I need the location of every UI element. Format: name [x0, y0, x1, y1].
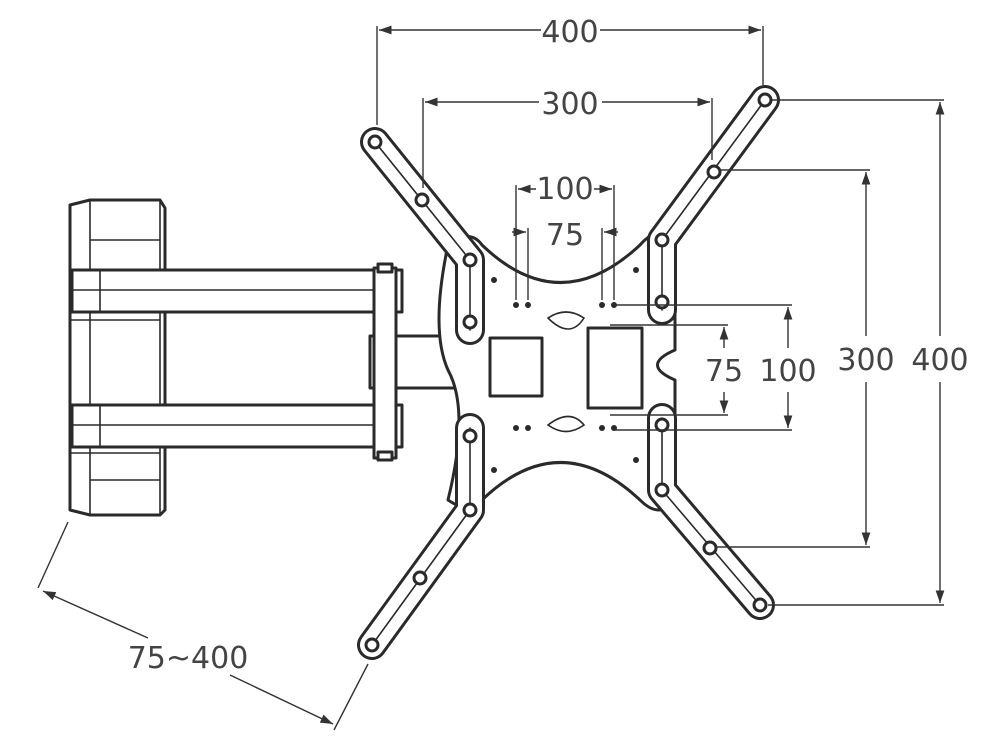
dimension-width-100: 100	[515, 172, 615, 300]
label-width-100: 100	[536, 172, 593, 207]
label-height-75: 75	[705, 354, 743, 389]
dimension-width-75: 75	[512, 218, 618, 300]
label-width-75: 75	[546, 218, 584, 253]
label-extension: 75~400	[128, 641, 249, 676]
label-width-400: 400	[541, 15, 598, 50]
dimension-width-300: 300	[422, 87, 713, 188]
rail-bottom-right	[647, 403, 775, 620]
dimension-height-75: 75	[610, 324, 743, 416]
dimension-width-400: 400	[376, 15, 764, 125]
dimension-height-400: 400	[768, 99, 969, 606]
swing-arm	[70, 262, 467, 462]
dimension-height-100: 100	[615, 304, 817, 431]
label-height-300: 300	[837, 343, 894, 378]
label-height-100: 100	[759, 354, 816, 389]
rail-top-right	[647, 85, 780, 325]
dimension-height-300: 300	[716, 169, 895, 548]
rail-bottom-left	[357, 413, 485, 660]
label-width-300: 300	[541, 87, 598, 122]
mounting-plate	[437, 232, 677, 512]
rail-top-left	[360, 127, 485, 345]
dimension-extension: 75~400	[37, 521, 369, 731]
wall-plate	[68, 198, 167, 517]
label-height-400: 400	[911, 343, 968, 378]
